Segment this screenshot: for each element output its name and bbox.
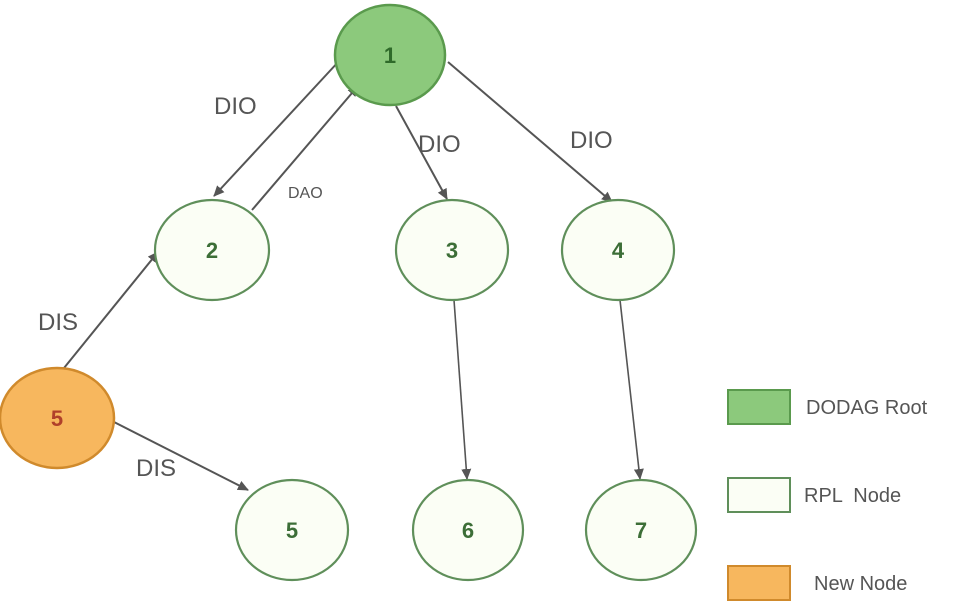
legend-item-dodag-root: DODAG Root (727, 389, 928, 425)
edge-dio-root-to-3 (395, 105, 448, 200)
label-dio-root-to-3: DIO (418, 131, 461, 158)
label-dio-root-to-2: DIO (214, 93, 257, 120)
node-2-label: 2 (206, 238, 218, 263)
node-root-label: 1 (384, 43, 396, 68)
label-dao-2-to-root: DAO (288, 185, 323, 202)
edge-dao-2-to-root (251, 85, 359, 211)
node-5-label: 5 (286, 518, 298, 543)
node-3-label: 3 (446, 238, 458, 263)
edge-4-to-7 (619, 299, 644, 480)
label-dis-new5-to-5: DIS (136, 455, 176, 482)
legend-label-new: New Node (814, 573, 907, 595)
node-rpl-5: 5 (234, 478, 350, 582)
nodes-group: 1 2 3 4 5 5 6 (0, 3, 698, 582)
node-new5-label: 5 (51, 406, 63, 431)
edge-dis-new5-to-2 (63, 251, 159, 369)
edge-dio-root-to-4 (447, 61, 613, 203)
edge-labels-group: DIO DAO DIO DIO DIS DIS (38, 93, 613, 482)
node-rpl-3: 3 (394, 198, 510, 302)
node-rpl-6: 6 (411, 478, 525, 582)
legend-item-rpl-node: RPL Node (727, 477, 901, 513)
node-4-label: 4 (612, 238, 625, 263)
node-new-5: 5 (0, 366, 116, 470)
edges-group (63, 59, 644, 491)
legend-label-rpl: RPL Node (804, 485, 901, 507)
node-6-label: 6 (462, 518, 474, 543)
node-rpl-2: 2 (153, 198, 271, 302)
node-root-1: 1 (333, 3, 447, 107)
node-rpl-4: 4 (560, 198, 676, 302)
legend-swatch-rpl (727, 477, 791, 513)
label-dio-root-to-4: DIO (570, 127, 613, 154)
legend: DODAG Root RPL Node New Node (727, 389, 928, 601)
node-rpl-7: 7 (584, 478, 698, 582)
edge-dio-root-to-2 (213, 59, 341, 197)
legend-label-root: DODAG Root (806, 397, 928, 419)
edge-3-to-6 (453, 299, 472, 480)
legend-swatch-new (727, 565, 791, 601)
legend-item-new-node: New Node (727, 565, 907, 601)
node-7-label: 7 (635, 518, 647, 543)
legend-swatch-root (727, 389, 791, 425)
label-dis-new5-to-2: DIS (38, 309, 78, 336)
edge-dis-new5-to-5 (113, 421, 249, 491)
